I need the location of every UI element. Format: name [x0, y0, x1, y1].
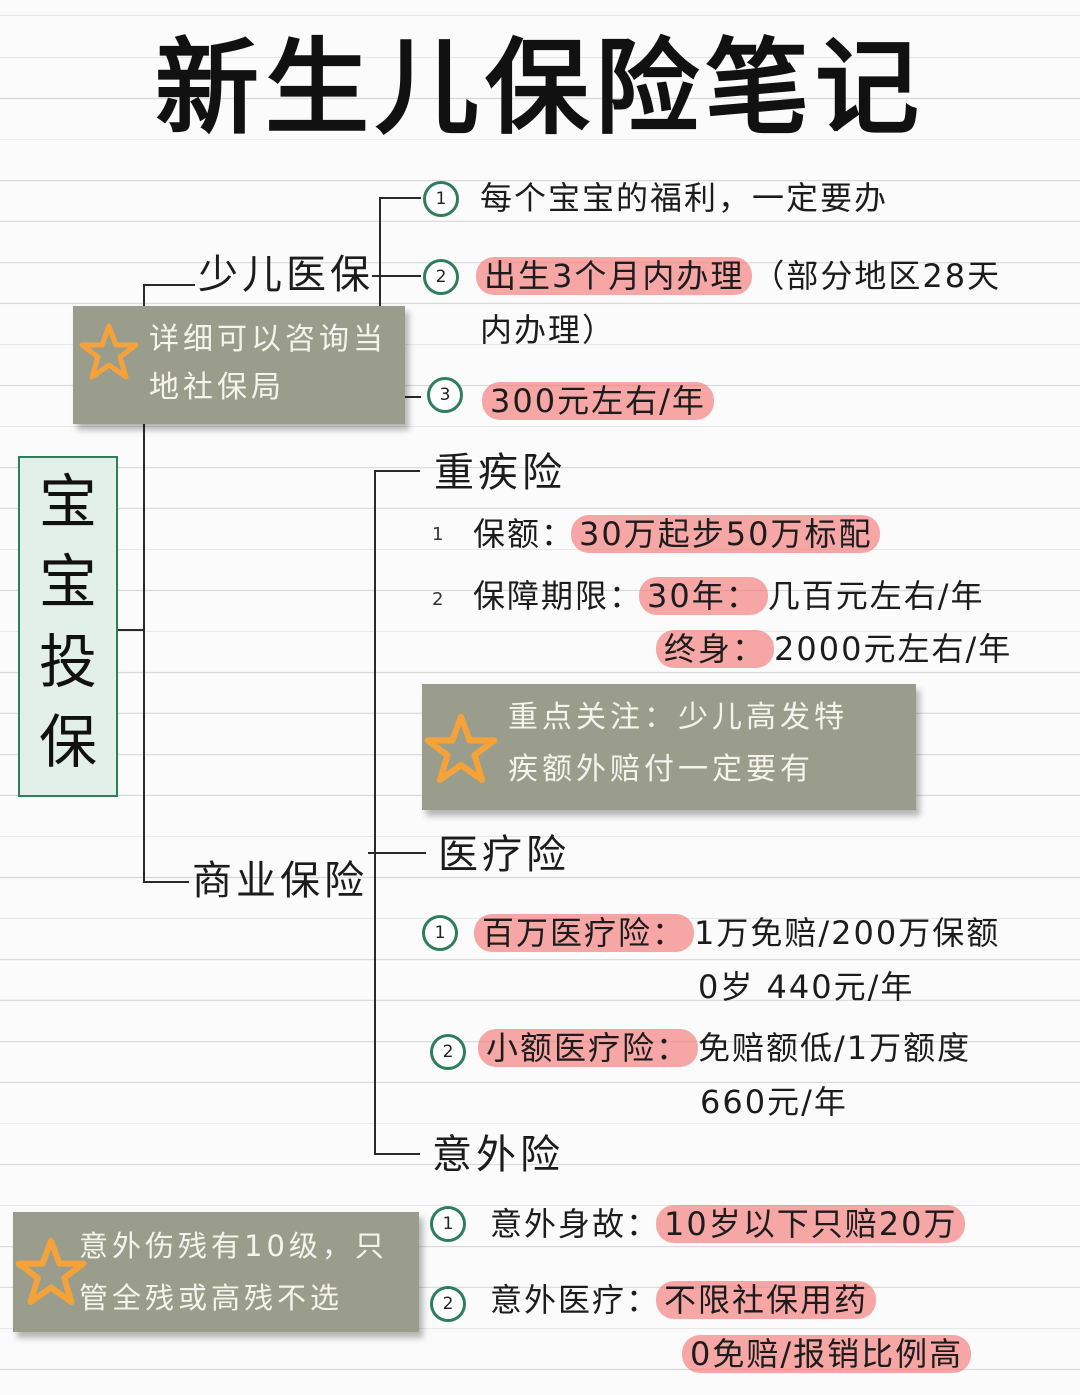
- connector: [368, 852, 426, 854]
- critical-item-1: 保额：30万起步50万标配: [473, 514, 881, 554]
- highlight: 10岁以下只赔20万: [656, 1205, 966, 1243]
- accident-item-2-label: 意外医疗：: [490, 1281, 661, 1319]
- page-title: 新生儿保险笔记: [154, 27, 925, 149]
- side-label-char: 投: [38, 628, 97, 696]
- critical-item-2-cont: 终身：2000元左右/年: [656, 629, 1013, 669]
- branch-child-insurance: 少儿医保: [198, 252, 374, 298]
- connector: [118, 629, 144, 631]
- star-icon: [424, 713, 498, 783]
- note-text: 疾额外赔付一定要有: [508, 752, 814, 787]
- highlight: 30万起步50万标配: [571, 515, 881, 553]
- side-label-box: 宝 宝 投 保: [18, 456, 118, 797]
- critical-item-2: 保障期限：30年：几百元左右/年: [473, 576, 985, 616]
- critical-item-2-text2: 2000元左右/年: [774, 630, 1013, 668]
- side-label-char: 宝: [38, 468, 97, 536]
- side-label-char: 保: [38, 708, 97, 776]
- note-child-insurance: 详细可以咨询当 地社保局: [73, 306, 405, 424]
- highlight: 小额医疗险：: [478, 1029, 699, 1067]
- highlight: 30年：: [639, 577, 768, 615]
- critical-item-2-label: 保障期限：: [473, 577, 644, 615]
- number-badge: 1: [430, 1206, 466, 1242]
- item-index: 2: [432, 589, 444, 610]
- note-text: 管全残或高残不选: [79, 1281, 344, 1315]
- number-badge: 2: [430, 1034, 466, 1070]
- number-badge: 1: [422, 915, 458, 951]
- child-item-2-cont: 内办理）: [480, 311, 617, 349]
- medical-item-1: 百万医疗险：1万免赔/200万保额: [474, 913, 1001, 953]
- child-item-1-text: 每个宝宝的福利，一定要办: [480, 179, 889, 217]
- section-medical: 医疗险: [438, 832, 570, 878]
- connector: [372, 275, 421, 277]
- number-badge: 1: [423, 181, 459, 217]
- number-badge: 2: [423, 259, 459, 295]
- highlight: 终身：: [656, 630, 775, 668]
- highlight: 不限社保用药: [656, 1281, 877, 1319]
- highlight: 0免赔/报销比例高: [682, 1335, 972, 1373]
- medical-item-1-text: 1万免赔/200万保额: [694, 914, 1001, 952]
- critical-item-2-text: 几百元左右/年: [767, 577, 985, 615]
- connector: [374, 470, 420, 472]
- child-item-2: 出生3个月内办理（部分地区28天: [476, 256, 1002, 296]
- child-item-3: 300元左右/年: [482, 381, 714, 421]
- connector: [374, 1153, 420, 1155]
- connector: [374, 470, 376, 1154]
- highlight: 300元左右/年: [482, 382, 714, 420]
- item-index: 1: [432, 524, 444, 545]
- section-critical-illness: 重疾险: [434, 450, 566, 496]
- highlight: 出生3个月内办理: [476, 257, 753, 295]
- section-accident: 意外险: [432, 1132, 564, 1178]
- medical-item-2: 小额医疗险：免赔额低/1万额度: [478, 1028, 972, 1068]
- star-icon: [79, 323, 139, 380]
- accident-item-1-label: 意外身故：: [490, 1205, 661, 1243]
- connector: [379, 197, 381, 397]
- child-item-2-text: （部分地区28天: [752, 257, 1002, 295]
- side-label-char: 宝: [38, 548, 97, 616]
- accident-item-2: 意外医疗：不限社保用药: [490, 1280, 877, 1320]
- branch-commercial: 商业保险: [192, 858, 368, 904]
- note-text: 详细可以咨询当: [149, 322, 387, 357]
- connector: [379, 197, 421, 199]
- number-badge: 3: [427, 377, 463, 413]
- note-text: 地社保局: [149, 370, 285, 405]
- accident-item-1: 意外身故：10岁以下只赔20万: [490, 1204, 966, 1244]
- note-critical-illness: 重点关注：少儿高发特 疾额外赔付一定要有: [422, 684, 916, 810]
- critical-item-1-label: 保额：: [473, 515, 576, 553]
- note-text: 意外伤残有10级，只: [79, 1229, 388, 1263]
- number-badge: 2: [430, 1286, 466, 1322]
- connector: [143, 284, 195, 286]
- connector: [143, 881, 189, 883]
- connector: [143, 284, 145, 882]
- medical-item-1-cont: 0岁 440元/年: [698, 968, 915, 1006]
- note-accident: 意外伤残有10级，只 管全残或高残不选: [13, 1212, 419, 1332]
- accident-item-2-cont: 0免赔/报销比例高: [682, 1334, 972, 1374]
- star-icon: [15, 1237, 87, 1305]
- note-text: 重点关注：少儿高发特: [508, 700, 848, 735]
- highlight: 百万医疗险：: [474, 914, 695, 952]
- medical-item-2-cont: 660元/年: [700, 1083, 848, 1121]
- medical-item-2-text: 免赔额低/1万额度: [698, 1029, 972, 1067]
